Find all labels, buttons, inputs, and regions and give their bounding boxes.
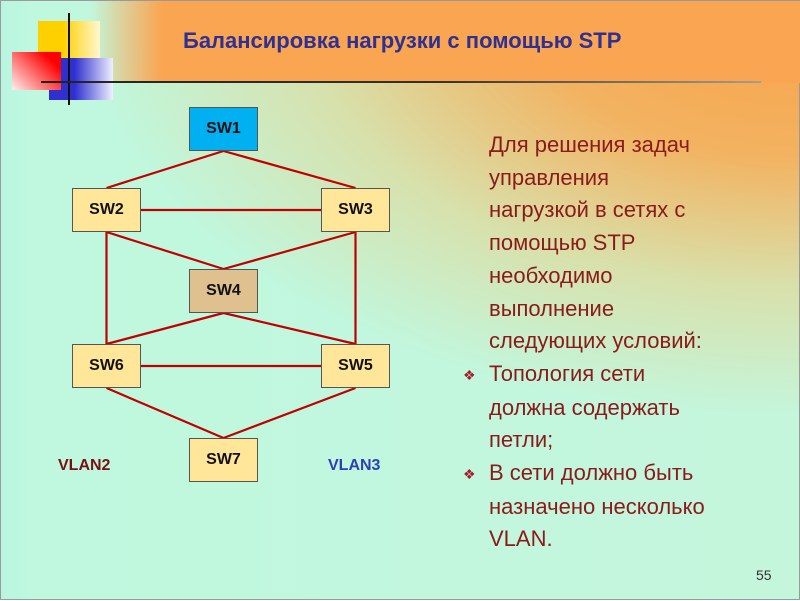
- link-sw3-sw4: [223, 230, 356, 271]
- bullet-continuation: назначено несколько: [489, 493, 705, 519]
- body-text: Для решения задач управления нагрузкой в с…: [463, 129, 705, 556]
- bullet-continuation: VLAN.: [489, 526, 553, 552]
- decor-red-square: [12, 52, 61, 90]
- switch-sw3: SW3: [321, 188, 390, 232]
- bullet-continuation: петли;: [489, 427, 554, 453]
- bullet-text: В сети должно быть: [489, 460, 694, 486]
- link-sw2-sw4: [106, 230, 224, 271]
- bullet-item: ❖ Топология сети: [463, 358, 705, 392]
- switch-sw5: SW5: [321, 344, 390, 388]
- link-sw4-sw6: [106, 311, 224, 346]
- vlan2-label: VLAN2: [58, 457, 111, 474]
- intro-line: управления: [489, 164, 609, 190]
- link-sw5-sw7: [223, 386, 356, 440]
- title-underline: [41, 81, 761, 83]
- intro-line: следующих условий:: [489, 328, 702, 354]
- switch-sw7: SW7: [189, 438, 258, 482]
- intro-line: Для решения задач: [489, 132, 690, 157]
- switch-sw4: SW4: [189, 269, 258, 313]
- link-sw1-sw2: [106, 149, 224, 190]
- intro-line: нагрузкой в сетях с: [489, 197, 686, 223]
- link-sw4-sw5: [223, 311, 356, 346]
- title-band: [91, 1, 800, 83]
- intro-line: выполнение: [489, 295, 615, 321]
- bullet-text: Топология сети: [489, 360, 646, 386]
- slide-title: Балансировка нагрузки с помощью STP: [183, 28, 622, 53]
- switch-sw6: SW6: [72, 344, 141, 388]
- intro-line: необходимо: [489, 262, 613, 288]
- diamond-bullet-icon: ❖: [463, 366, 476, 383]
- intro-line: помощью STP: [489, 230, 636, 256]
- link-sw1-sw3: [223, 149, 356, 190]
- decor-vertical-line: [68, 13, 70, 105]
- bullet-continuation: должна содержать: [489, 394, 680, 420]
- switch-sw2: SW2: [72, 188, 141, 232]
- page-number: 55: [756, 567, 772, 583]
- bullet-item: ❖ В сети должно быть: [463, 457, 705, 491]
- link-sw6-sw7: [106, 386, 224, 440]
- vlan3-label: VLAN3: [328, 457, 381, 474]
- diamond-bullet-icon: ❖: [463, 466, 476, 483]
- switch-sw1: SW1: [189, 107, 258, 151]
